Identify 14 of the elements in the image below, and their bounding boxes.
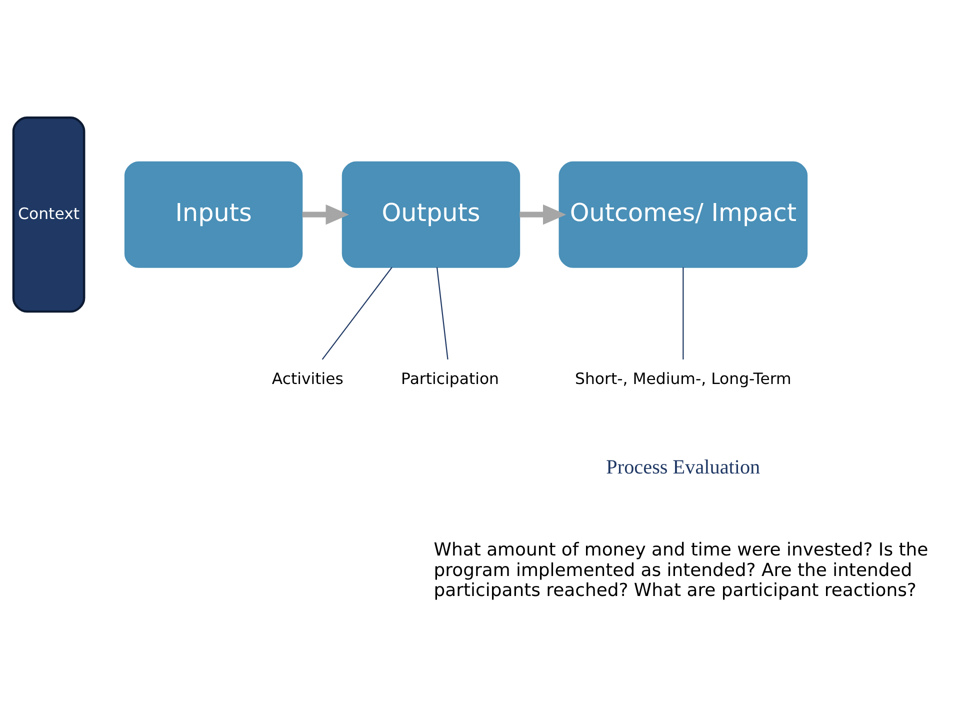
- node-box: Inputs: [124, 160, 302, 268]
- label: What amount of money and time were invested? Is the program implemented as intended? Are the intended participants reached? What are participant reactions?: [433, 539, 928, 601]
- label: Process Evaluation: [606, 456, 760, 478]
- connector: [321, 266, 392, 360]
- arrow: [519, 204, 566, 224]
- node-text: Short-, Medium-, Long-Term: [574, 368, 791, 388]
- connector: [436, 266, 448, 360]
- node-box: Context: [12, 116, 85, 312]
- node-box: Outputs: [341, 160, 520, 268]
- node-box: Outcomes/ Impact: [558, 160, 808, 268]
- node-text: Participation: [400, 368, 499, 388]
- connector: [682, 266, 684, 359]
- node-text: Activities: [271, 368, 343, 388]
- arrow: [302, 204, 348, 224]
